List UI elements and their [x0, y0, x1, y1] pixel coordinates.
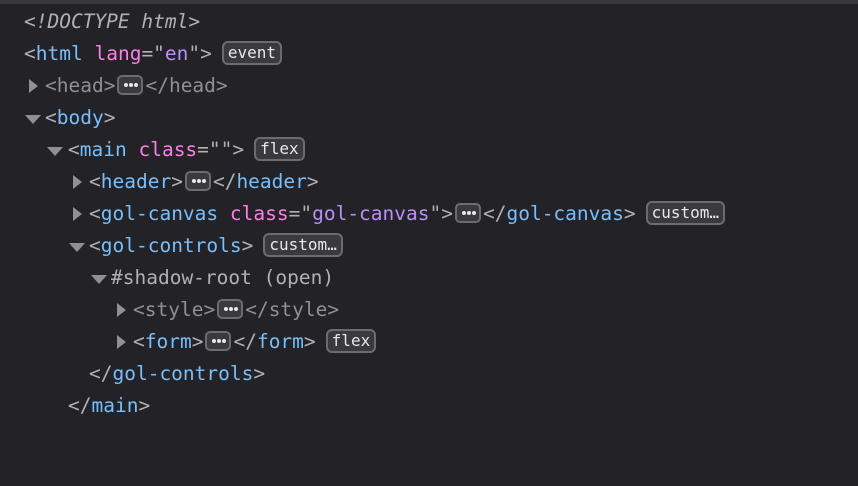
flex-badge[interactable]: flex: [254, 136, 305, 161]
shadow-root-label: #shadow-root (open): [111, 266, 335, 289]
expand-toggle-icon[interactable]: [24, 70, 40, 102]
collapse-toggle-icon[interactable]: [24, 102, 41, 134]
closing-tag-name: style: [268, 298, 328, 321]
tag-name: body: [56, 106, 104, 129]
doctype-text: <!DOCTYPE html>: [24, 10, 201, 33]
closing-tag-name: main: [91, 394, 139, 417]
collapse-toggle-icon[interactable]: [68, 230, 85, 262]
tag-name: head: [56, 74, 104, 97]
panel-top-border: [0, 0, 858, 4]
tag-name: gol-controls: [100, 234, 242, 257]
tag-name: main: [79, 138, 127, 161]
custom-badge[interactable]: custom…: [263, 232, 343, 257]
node-header[interactable]: <header></header>: [0, 166, 858, 198]
collapse-toggle-icon[interactable]: [46, 134, 63, 166]
node-shadow-root[interactable]: #shadow-root (open): [0, 262, 858, 294]
attr-name: class: [138, 138, 198, 161]
tag-name: gol-canvas: [100, 202, 219, 225]
flex-badge[interactable]: flex: [325, 328, 377, 353]
closing-tag-name: form: [256, 330, 304, 353]
tag-name: html: [35, 42, 83, 65]
tag-name: form: [144, 330, 192, 353]
closing-tag-name: head: [168, 74, 216, 97]
ellipsis-icon[interactable]: [117, 74, 144, 95]
node-form[interactable]: <form></form>flex: [0, 326, 858, 358]
closing-tag-name: gol-controls: [112, 362, 254, 385]
attr-name: class: [229, 202, 289, 225]
expand-toggle-icon[interactable]: [112, 294, 128, 326]
attr-name: lang: [94, 42, 142, 65]
collapse-toggle-icon[interactable]: [90, 262, 107, 294]
node-gol-canvas[interactable]: <gol-canvas class="gol-canvas"></gol-can…: [0, 198, 858, 230]
node-html[interactable]: <html lang="en">event: [0, 38, 858, 70]
expand-toggle-icon[interactable]: [68, 198, 84, 230]
attr-value[interactable]: en: [164, 42, 189, 65]
ellipsis-icon[interactable]: [217, 298, 244, 319]
node-style[interactable]: <style></style>: [0, 294, 858, 326]
closing-tag-name: header: [236, 170, 307, 193]
closing-tag-name: gol-canvas: [506, 202, 624, 225]
node-main[interactable]: <main class="">flex: [0, 134, 858, 166]
ellipsis-icon[interactable]: [205, 330, 232, 351]
ellipsis-icon[interactable]: [184, 170, 211, 191]
node-main-close[interactable]: </main>: [68, 394, 151, 417]
node-head[interactable]: <head></head>: [0, 70, 858, 102]
expand-toggle-icon[interactable]: [112, 326, 128, 358]
tag-name: header: [100, 170, 172, 193]
custom-badge[interactable]: custom…: [645, 200, 726, 225]
expand-toggle-icon[interactable]: [68, 166, 84, 198]
ellipsis-icon[interactable]: [454, 202, 481, 223]
node-gol-controls[interactable]: <gol-controls>custom…: [0, 230, 858, 262]
tag-name: style: [144, 298, 204, 321]
node-doctype[interactable]: <!DOCTYPE html>: [0, 6, 858, 38]
node-body[interactable]: <body>: [0, 102, 858, 134]
event-badge[interactable]: event: [221, 40, 283, 65]
node-gol-controls-close[interactable]: </gol-controls>: [89, 362, 266, 385]
markup-tree: <!DOCTYPE html> <html lang="en">event <h…: [0, 6, 858, 422]
attr-value[interactable]: gol-canvas: [312, 202, 430, 225]
